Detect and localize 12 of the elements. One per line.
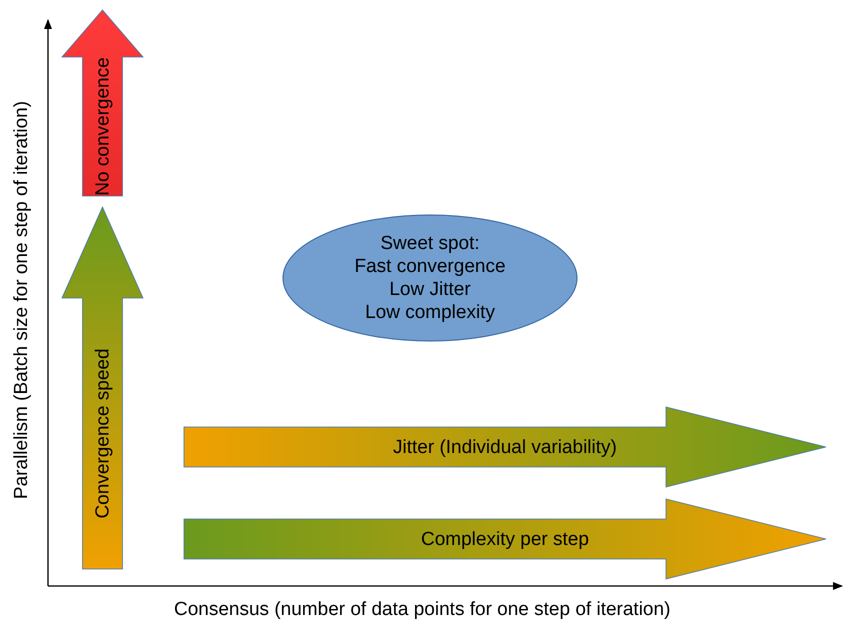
block-arrow-shape bbox=[62, 10, 143, 196]
axis-title: Consensus (number of data points for one step of iteration) bbox=[174, 599, 670, 621]
block-arrow-shape bbox=[184, 499, 826, 579]
block-arrow-shape bbox=[62, 207, 143, 569]
axis-title: Parallelism (Batch size for one step of iteration) bbox=[11, 100, 34, 500]
arrow-label: No convergence bbox=[91, 57, 114, 196]
arrow-label: Jitter (Individual variability) bbox=[393, 436, 617, 458]
ellipse bbox=[282, 214, 578, 342]
block-arrow-shape bbox=[184, 407, 826, 487]
ellipse-text: Sweet spot: Fast convergence Low Jitter Low complexity bbox=[354, 232, 506, 324]
arrow-label: Complexity per step bbox=[421, 528, 589, 550]
arrow-label: Convergence speed bbox=[91, 348, 114, 519]
